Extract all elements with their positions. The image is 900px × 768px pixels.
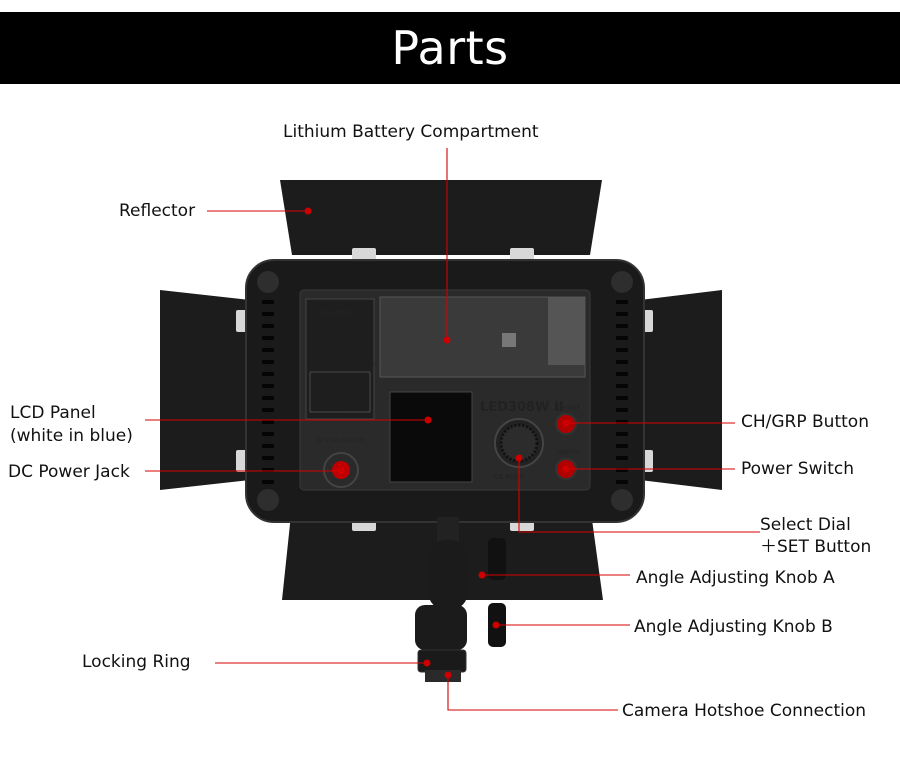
leader-lines: [145, 148, 760, 711]
callout-lithium-battery: Lithium Battery Compartment: [283, 122, 539, 142]
ball-head-arm: [428, 540, 468, 610]
ch-grp-marking: CH/GRP: [557, 405, 581, 412]
svg-text:Input Current: 3A: Input Current: 3A: [310, 355, 345, 360]
callout-dots: [304, 207, 570, 679]
spec-lines: 输入电压：6.5V~12V 输入电流：3A 适用电池：Sony NP-F970 …: [310, 325, 378, 367]
battery-latch: [548, 297, 585, 365]
callout-power-switch: Power Switch: [741, 459, 854, 479]
callout-knob-a: Angle Adjusting Knob A: [636, 568, 835, 588]
svg-text:电池。: 电池。: [313, 381, 325, 387]
callout-dc-power-jack: DC Power Jack: [8, 462, 130, 482]
page-title: Parts: [391, 21, 509, 75]
spec-label: [305, 298, 375, 420]
svg-text:the battery if it will not: the battery if it will not: [313, 394, 359, 399]
svg-text:Input Voltage: 6.5V~12V: Input Voltage: 6.5V~12V: [310, 348, 360, 353]
mount-neck: [437, 517, 459, 547]
lower-arm: [415, 605, 467, 650]
lcd-screen: [389, 391, 473, 483]
svg-text:be used for an extended: be used for an extended: [313, 400, 363, 405]
callout-select-dial: Select Dial: [760, 515, 851, 535]
callout-set-button: ＋SET Button: [760, 537, 871, 557]
battery-contact: [502, 333, 516, 347]
brand-logo: Godox: [321, 309, 353, 319]
power-marking: ON/OFF: [557, 449, 580, 456]
callout-ch-grp-button: CH/GRP Button: [741, 412, 869, 432]
svg-text:period of time.: period of time.: [313, 406, 342, 411]
svg-text:输入电流：3A: 输入电流：3A: [310, 332, 336, 338]
model-name: LED308W II: [480, 400, 564, 415]
hotshoe-foot: [425, 670, 461, 682]
corner-bolt: [257, 489, 279, 511]
dc-spec-label: DC 6.5V(+5A)~12V: [316, 438, 366, 444]
cert-marks: CE RoHS: [494, 473, 525, 481]
note-lines: 注：长时间不使用请取下 电池。 Note: Please remove the …: [313, 375, 363, 411]
header-bar: Parts: [0, 12, 900, 84]
knob-a[interactable]: [488, 538, 506, 580]
top-barn-door: [280, 180, 602, 255]
callout-lcd-panel-note: (white in blue): [10, 426, 133, 446]
vent-slots: [262, 300, 628, 484]
svg-text:Applicable Battery: Sony NP-F9: Applicable Battery: Sony NP-F970: [310, 362, 378, 367]
callout-knob-b: Angle Adjusting Knob B: [634, 617, 833, 637]
callout-reflector: Reflector: [119, 201, 195, 221]
svg-text:Note: Please remove: Note: Please remove: [313, 388, 355, 393]
corner-bolt: [611, 271, 633, 293]
left-barn-door: [160, 290, 250, 490]
svg-text:注：长时间不使用请取下: 注：长时间不使用请取下: [313, 375, 357, 381]
callout-locking-ring: Locking Ring: [82, 652, 191, 672]
callout-hotshoe: Camera Hotshoe Connection: [622, 701, 866, 721]
corner-bolt: [257, 271, 279, 293]
callout-lcd-panel: LCD Panel: [10, 403, 96, 423]
svg-text:适用电池：Sony NP-F970: 适用电池：Sony NP-F970: [310, 339, 358, 345]
right-barn-door: [640, 290, 722, 490]
corner-bolt: [611, 489, 633, 511]
svg-text:输入电压：6.5V~12V: 输入电压：6.5V~12V: [310, 325, 351, 331]
